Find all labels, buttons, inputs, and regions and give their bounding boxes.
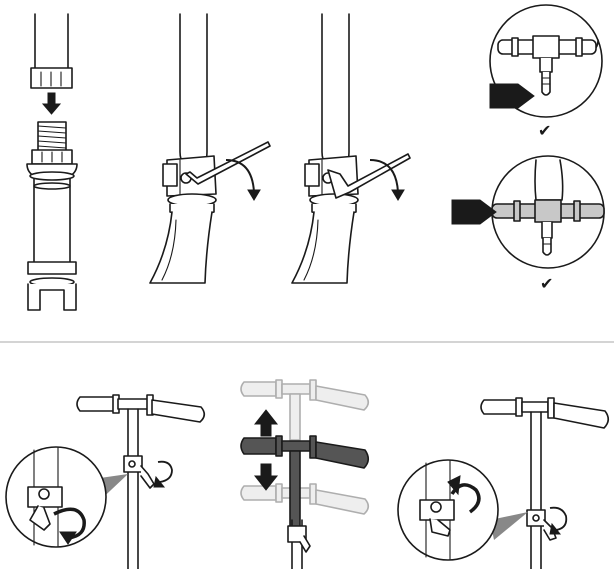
steering-tube (531, 412, 541, 569)
up-arrow-icon (255, 410, 277, 436)
check-icon: ✔ (538, 121, 551, 140)
check-icon: ✔ (540, 274, 553, 293)
panel-tighten-hex-key-2 (292, 14, 410, 283)
panel-adjust-height (241, 380, 368, 569)
panel-check-alignment: ✔ ✔ (452, 5, 604, 293)
upper-tube (35, 14, 68, 70)
handlebar-ghost-top (241, 380, 368, 440)
tall-tube (322, 14, 349, 164)
panel-loosen-clamp (6, 395, 204, 569)
panel-tighten-hex-key-1 (150, 14, 270, 283)
rotate-clockwise-icon (370, 160, 404, 200)
fork-leg (292, 212, 354, 283)
steering-tube (128, 409, 138, 569)
down-arrow-icon (43, 93, 60, 114)
panel-tighten-clamp (398, 398, 608, 569)
zoom-circle-2 (492, 156, 604, 268)
pointer-arrow-icon (452, 200, 496, 224)
rotate-clockwise-icon (550, 508, 566, 534)
zoom-circle (398, 460, 498, 560)
handlebar-grip-left (77, 397, 115, 411)
zoom-circle (6, 447, 106, 547)
handlebar-ghost-bottom (241, 484, 368, 514)
fork-leg (150, 212, 212, 283)
panel-thread-assembly (27, 14, 77, 310)
tall-tube (180, 14, 207, 164)
rotate-counterclockwise-icon (154, 462, 172, 487)
handlebar-grip-right (554, 403, 608, 428)
handlebar-grip-left (481, 400, 518, 414)
handlebar-grip-right (152, 400, 204, 422)
threaded-stem (32, 122, 72, 164)
